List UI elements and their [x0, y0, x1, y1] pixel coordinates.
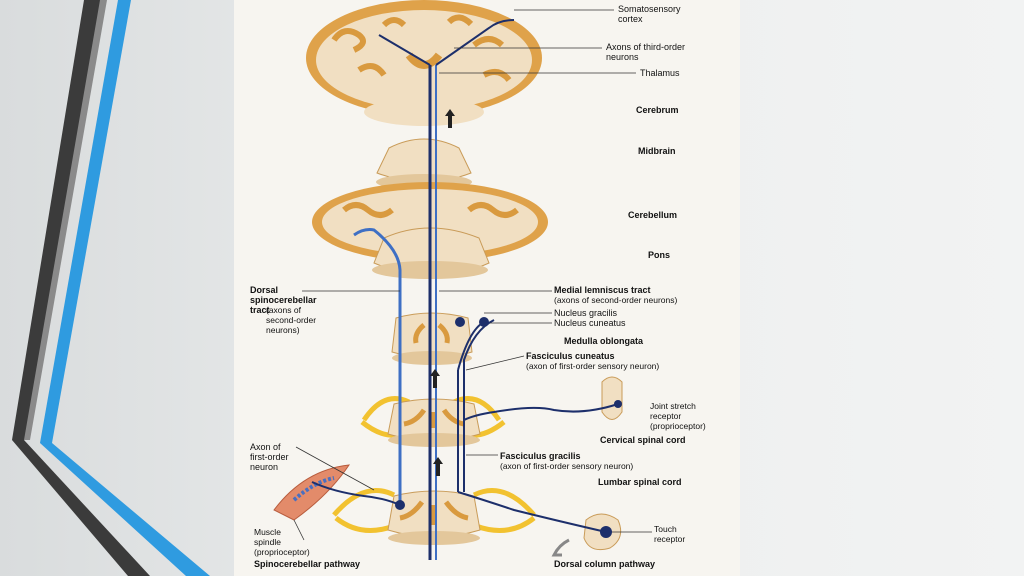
label-dorsal-column-pathway: Dorsal column pathway [554, 559, 656, 569]
lumbar-cord-section [332, 488, 536, 545]
label-dorsal-spinocerebellar-tract: Dorsal spinocerebellar tract [250, 285, 317, 315]
label-cervical-spinal-cord: Cervical spinal cord [600, 435, 686, 445]
leader-lines [293, 9, 652, 541]
cerebrum-section [306, 0, 542, 126]
cervical-cord-section [360, 396, 506, 447]
label-medial-lemniscus-note: (axons of second-order neurons) [554, 295, 678, 305]
dorsal-column-pathway-lines [378, 19, 619, 560]
label-fasciculus-gracilis: Fasciculus gracilis [500, 451, 581, 461]
label-joint-stretch-receptor: Joint stretch receptor (proprioceptor) [650, 401, 706, 431]
label-touch-receptor: Touch receptor [654, 524, 686, 544]
dark-diagonal [12, 440, 150, 576]
neural-pathway-figure: Somatosensory cortex Axons of third-orde… [234, 0, 740, 576]
label-fasciculus-gracilis-note: (axon of first-order sensory neuron) [500, 461, 634, 471]
label-spinocerebellar-pathway: Spinocerebellar pathway [254, 559, 361, 569]
label-dorsal-spinocerebellar-note: (axons of second-order neurons) [266, 305, 317, 335]
touch-receptor-illustration [551, 513, 622, 557]
label-cerebellum: Cerebellum [628, 210, 678, 220]
label-somatosensory-cortex: Somatosensory cortex [618, 4, 681, 24]
joint-receptor-illustration [601, 376, 623, 420]
label-midbrain: Midbrain [638, 146, 676, 156]
label-muscle-spindle: Muscle spindle (proprioceptor) [254, 527, 310, 557]
blue-bar [40, 0, 131, 443]
muscle-spindle-illustration [273, 464, 351, 521]
label-lumbar-spinal-cord: Lumbar spinal cord [598, 477, 682, 487]
label-nucleus-cuneatus: Nucleus cuneatus [554, 318, 626, 328]
label-thalamus: Thalamus [640, 68, 680, 78]
label-axons-third-order: Axons of third-order neurons [606, 42, 686, 62]
upward-arrows [430, 109, 455, 476]
label-medulla-oblongata: Medulla oblongata [564, 336, 644, 346]
label-medial-lemniscus-tract: Medial lemniscus tract [554, 285, 651, 295]
medulla-section [391, 312, 473, 365]
label-axon-first-order: Axon of first-order neuron [250, 442, 289, 472]
label-fasciculus-cuneatus-note: (axon of first-order sensory neuron) [526, 361, 660, 371]
label-pons: Pons [648, 250, 671, 260]
blue-diagonal [40, 443, 210, 576]
pathway-illustration [273, 0, 652, 560]
spinocerebellar-pathway-lines [311, 228, 405, 510]
label-cerebrum: Cerebrum [636, 105, 679, 115]
label-fasciculus-cuneatus: Fasciculus cuneatus [526, 351, 615, 361]
dark-bar [12, 0, 100, 440]
slide-decoration [12, 0, 210, 576]
label-nucleus-gracilis: Nucleus gracilis [554, 308, 618, 318]
